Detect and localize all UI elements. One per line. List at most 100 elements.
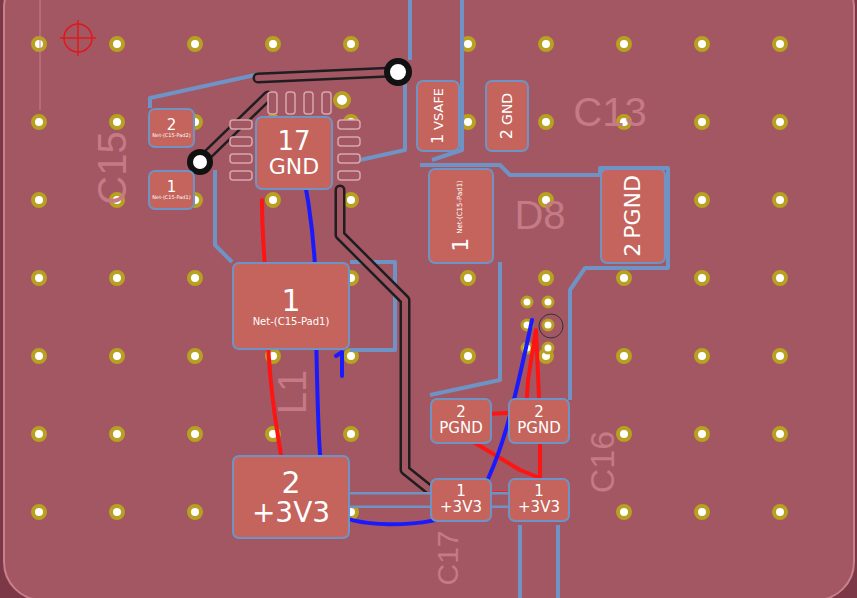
copper-pad: 2+3V3 [232,455,350,539]
via [774,350,786,362]
via [190,152,210,172]
trace [258,72,392,78]
pin [230,171,252,180]
vias-black [190,61,563,353]
zone-edge [420,165,668,400]
trace [258,72,392,78]
net-name: Net-(C15-Pad2) [152,133,190,138]
copper-trace-group [492,500,508,501]
pad-number: 1 [534,484,544,500]
via [33,38,45,50]
via [267,194,279,206]
via [387,61,409,83]
trace [518,525,522,598]
copper-pad: 2PGND [430,398,492,444]
via [696,428,708,440]
reference-designator: C16 [585,431,619,493]
pad-number: 1 [456,484,466,500]
pin [230,154,252,163]
via [33,350,45,362]
trace [340,190,430,490]
cursor-ring [539,314,563,338]
via [189,38,201,50]
pad-number: 1 [281,285,300,317]
signal-traces [200,72,430,490]
via [696,116,708,128]
via [774,428,786,440]
rotated-text-group: 2PGND [621,175,644,257]
copper-pad: 1Net-(C15-Pad1) [148,170,195,210]
via [543,320,553,330]
pad-number: 1 [449,238,472,252]
rotated-text-group: 2 GND [499,93,516,139]
via [189,350,201,362]
reference-designator: D8 [514,195,565,235]
via [696,506,708,518]
via [618,350,630,362]
pin [286,92,295,114]
via [33,428,45,440]
copper-trace-group [350,500,430,501]
via [111,506,123,518]
via [543,297,553,307]
net-name: Net-(C15-Pad1) [457,180,464,234]
pad-number: 2 [499,129,516,139]
via [189,272,201,284]
via [774,38,786,50]
via [774,506,786,518]
via [189,428,201,440]
via [618,38,630,50]
via [33,116,45,128]
net-name: PGND [517,421,560,437]
copper-pad: 1Net-(C15-Pad1) [232,262,350,350]
pin [338,137,360,146]
copper-trace [350,495,430,506]
via [111,350,123,362]
pin [268,92,277,114]
pad-number: 1 [167,180,177,196]
via [111,116,123,128]
via [33,194,45,206]
copper-pad: 2 GND [485,80,529,152]
blue-tick [336,352,342,376]
pad-number: 2 [621,243,644,257]
copper-pad: 1+3V3 [508,478,570,522]
via [540,38,552,50]
trace [360,84,405,160]
pad-number: 2 [281,467,300,499]
zone-outlines [150,0,668,598]
reference-designator: C13 [573,92,646,132]
reference-designator: C15 [92,131,132,204]
rotated-text-group: 1VSAFE [430,88,447,144]
pin [304,92,313,114]
zone-edge [215,170,232,262]
via [618,506,630,518]
via [618,272,630,284]
via [540,272,552,284]
via [774,116,786,128]
copper-pad: 1+3V3 [430,478,492,522]
pad-number: 2 [167,118,177,134]
pin [230,137,252,146]
net-name: Net-(C15-Pad1) [253,317,330,328]
net-name: +3V3 [252,498,330,527]
reference-designator: L1 [272,370,312,415]
net-name: GND [500,93,515,125]
via [540,116,552,128]
via [111,428,123,440]
copper-pad: 2Net-(C15-Pad2) [148,108,195,148]
via [618,428,630,440]
trace [408,0,412,60]
via [462,350,474,362]
board-edge-line [40,0,41,110]
trace-outline [492,492,508,508]
origin-marker [60,20,96,56]
via [335,93,349,107]
copper-pad: 1VSAFE [416,80,460,152]
via [522,297,532,307]
copper-pad: 2PGND [600,168,666,264]
pad-number: 17 [277,128,310,155]
via [774,272,786,284]
